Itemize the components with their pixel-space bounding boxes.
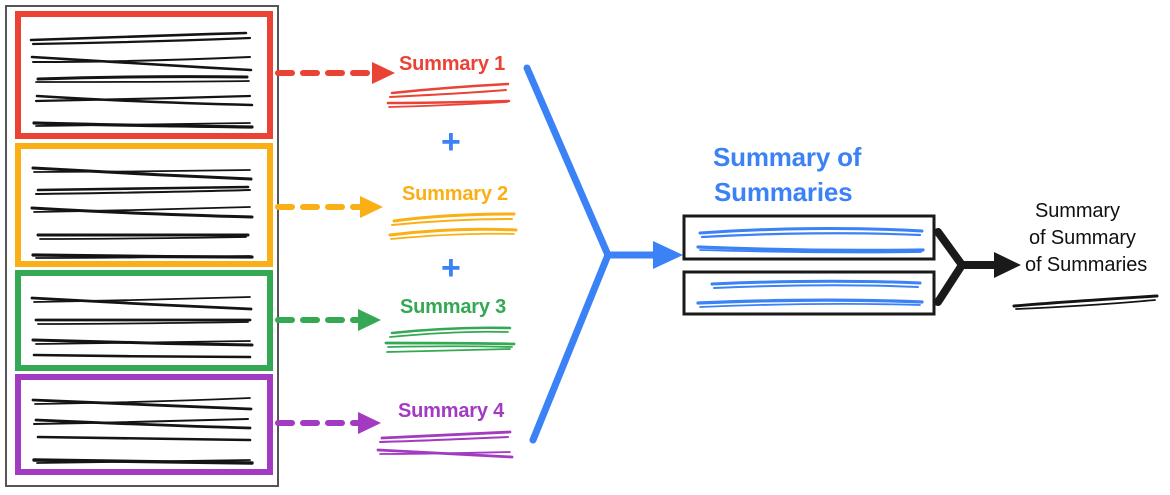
chunk-box-4 (15, 374, 273, 475)
summary-lines-2 (388, 212, 518, 240)
funnel-arrowhead (653, 241, 683, 269)
plus-operator-1: + (441, 123, 461, 161)
dashed-arrow-2 (275, 196, 383, 218)
final-output-title-line1: Summary (1035, 200, 1120, 222)
summary-of-summaries-title-line1: Summary of (713, 142, 862, 172)
funnel-arrow (523, 64, 661, 444)
summary-lines-1 (386, 82, 511, 108)
chunk-box-3 (15, 270, 273, 371)
summary-lines-3 (384, 326, 516, 353)
merge-arrow (934, 228, 1001, 306)
dashed-arrow-3 (275, 309, 381, 331)
summary-label-3: Summary 3 (400, 296, 507, 318)
summary-label-1: Summary 1 (399, 53, 506, 75)
summary-of-summaries-title-line2: Summaries (714, 177, 853, 207)
sos-box-1 (682, 214, 936, 261)
summary-label-4: Summary 4 (398, 400, 505, 422)
dashed-arrow-1 (275, 62, 395, 84)
chunk-box-1 (15, 11, 273, 139)
final-output-lines (1012, 294, 1159, 310)
final-output-title-line3: of Summaries (1025, 254, 1148, 276)
final-output-title-line2: of Summary (1029, 227, 1136, 249)
sos-box-2 (682, 270, 936, 316)
chunk-box-2 (15, 143, 273, 267)
merge-arrowhead (994, 252, 1021, 278)
plus-operator-2: + (441, 249, 461, 287)
summary-lines-4 (376, 430, 514, 459)
summary-label-2: Summary 2 (402, 183, 509, 205)
source-documents-outer-box (5, 5, 279, 487)
dashed-arrow-4 (275, 412, 381, 434)
